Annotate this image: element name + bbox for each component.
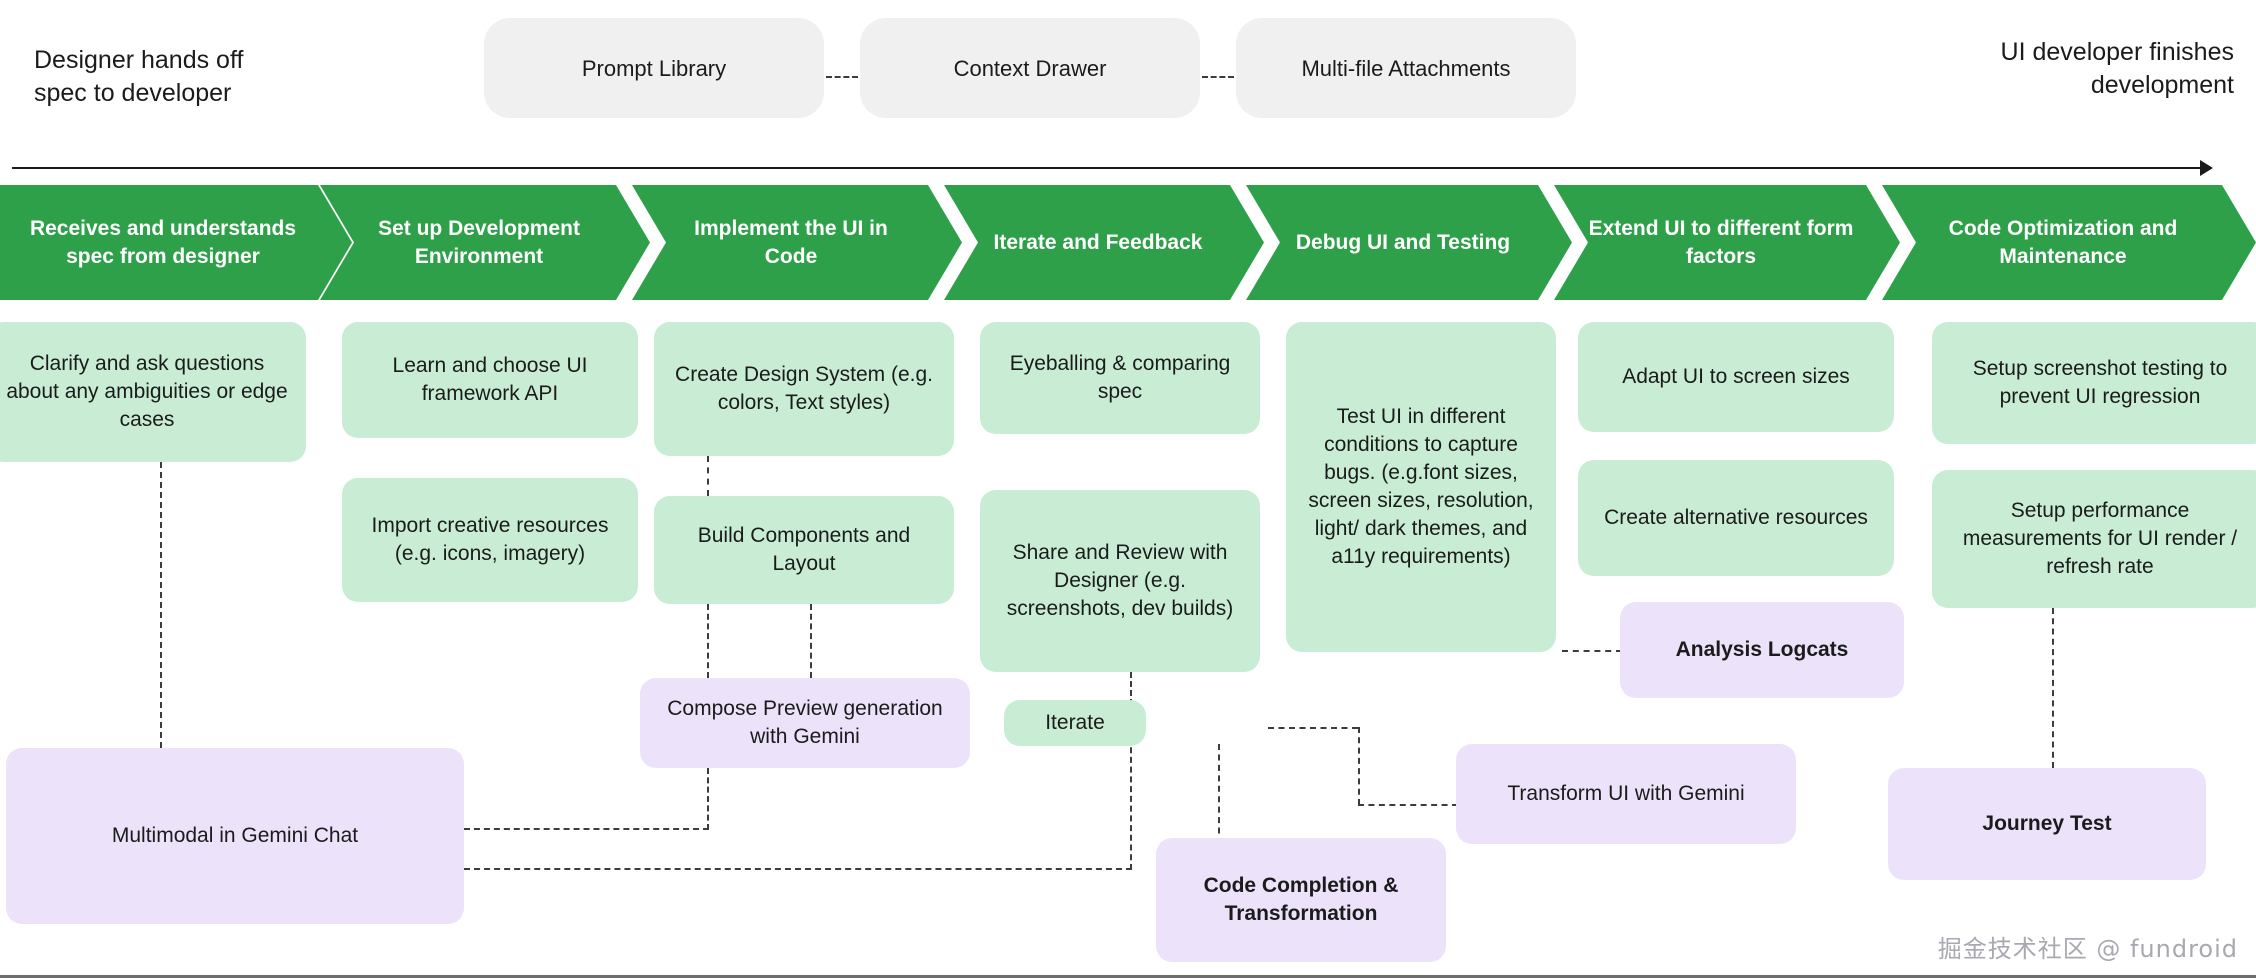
task-card-clarify-questions[interactable]: Clarify and ask questions about any ambi…	[0, 322, 306, 462]
connector-build-to-compose-left	[707, 604, 709, 678]
connector-multimodal-riser	[1130, 718, 1132, 870]
header-left-label: Designer hands off spec to developer	[34, 46, 244, 107]
feature-card-compose-preview[interactable]: Compose Preview generation with Gemini	[640, 678, 970, 768]
feature-card-multimodal-gemini-chat[interactable]: Multimodal in Gemini Chat	[6, 748, 464, 924]
bottom-divider	[0, 975, 2256, 978]
phase-label: Receives and understands spec from desig…	[29, 216, 297, 268]
connector-sharereview-to-iterate	[1130, 672, 1132, 714]
task-card-share-review[interactable]: Share and Review with Designer (e.g. scr…	[980, 490, 1260, 672]
connector-iterate-to-codecompletion	[1218, 744, 1220, 844]
task-card-build-components[interactable]: Build Components and Layout	[654, 496, 954, 604]
pill-connector-2	[1202, 76, 1234, 78]
timeline-arrowhead	[2200, 160, 2213, 176]
connector-performance-to-journeytest	[2052, 608, 2054, 768]
connector-clarify-to-multimodal	[160, 462, 162, 748]
feature-card-code-completion[interactable]: Code Completion & Transformation	[1156, 838, 1446, 962]
pill-context-drawer[interactable]: Context Drawer	[860, 18, 1200, 118]
task-card-test-ui-conditions[interactable]: Test UI in different conditions to captu…	[1286, 322, 1556, 652]
phase-chevron-debug-testing[interactable]: Debug UI and Testing	[1246, 185, 1572, 300]
pill-prompt-library[interactable]: Prompt Library	[484, 18, 824, 118]
task-card-eyeballing-spec[interactable]: Eyeballing & comparing spec	[980, 322, 1260, 434]
connector-iterate-right	[1268, 727, 1358, 729]
phase-chevron-setup-env[interactable]: Set up Development Environment	[320, 185, 650, 300]
task-card-iterate[interactable]: Iterate	[1004, 700, 1146, 746]
connector-build-to-compose-right	[810, 604, 812, 678]
phase-chevron-receives-spec[interactable]: Receives and understands spec from desig…	[0, 185, 352, 300]
phase-label: Set up Development Environment	[378, 216, 580, 268]
feature-card-analysis-logcats[interactable]: Analysis Logcats	[1620, 602, 1904, 698]
pill-connector-1	[826, 76, 858, 78]
connector-compose-to-multimodal	[464, 828, 709, 830]
timeline-axis	[12, 167, 2210, 169]
phase-label: Iterate and Feedback	[993, 230, 1203, 254]
task-card-screenshot-testing[interactable]: Setup screenshot testing to prevent UI r…	[1932, 322, 2256, 444]
connector-to-transform-ui	[1358, 804, 1458, 806]
task-card-create-design-system[interactable]: Create Design System (e.g. colors, Text …	[654, 322, 954, 456]
phase-chevron-implement-ui[interactable]: Implement the UI in Code	[632, 185, 962, 300]
phase-chevron-iterate-feedback[interactable]: Iterate and Feedback	[944, 185, 1264, 300]
task-card-import-resources[interactable]: Import creative resources (e.g. icons, i…	[342, 478, 638, 602]
connector-testui-to-logcats	[1562, 650, 1622, 652]
phase-chevron-code-optimization[interactable]: Code Optimization and Maintenance	[1882, 185, 2256, 300]
connector-designsystem-to-build	[707, 456, 709, 496]
connector-iterate-drop	[1358, 727, 1360, 805]
phase-label: Implement the UI in Code	[694, 216, 888, 268]
phase-band: Receives and understands spec from desig…	[0, 185, 2256, 300]
task-card-create-alt-resources[interactable]: Create alternative resources	[1578, 460, 1894, 576]
task-card-learn-framework[interactable]: Learn and choose UI framework API	[342, 322, 638, 438]
phase-label: Code Optimization and Maintenance	[1948, 216, 2178, 268]
watermark: 掘金技术社区 @ fundroid	[1937, 935, 2238, 963]
task-card-performance-measurements[interactable]: Setup performance measurements for UI re…	[1932, 470, 2256, 608]
phase-label: Extend UI to different form factors	[1588, 216, 1854, 268]
connector-compose-down	[707, 768, 709, 830]
feature-card-transform-ui-gemini[interactable]: Transform UI with Gemini	[1456, 744, 1796, 844]
header-right-label: UI developer finishes development	[2000, 38, 2234, 99]
task-card-adapt-screen-sizes[interactable]: Adapt UI to screen sizes	[1578, 322, 1894, 432]
connector-multimodal-long	[464, 868, 1132, 870]
phase-label: Debug UI and Testing	[1295, 230, 1511, 254]
feature-card-journey-test[interactable]: Journey Test	[1888, 768, 2206, 880]
pill-multifile-attachments[interactable]: Multi-file Attachments	[1236, 18, 1576, 118]
phase-chevron-extend-form-factors[interactable]: Extend UI to different form factors	[1554, 185, 1900, 300]
